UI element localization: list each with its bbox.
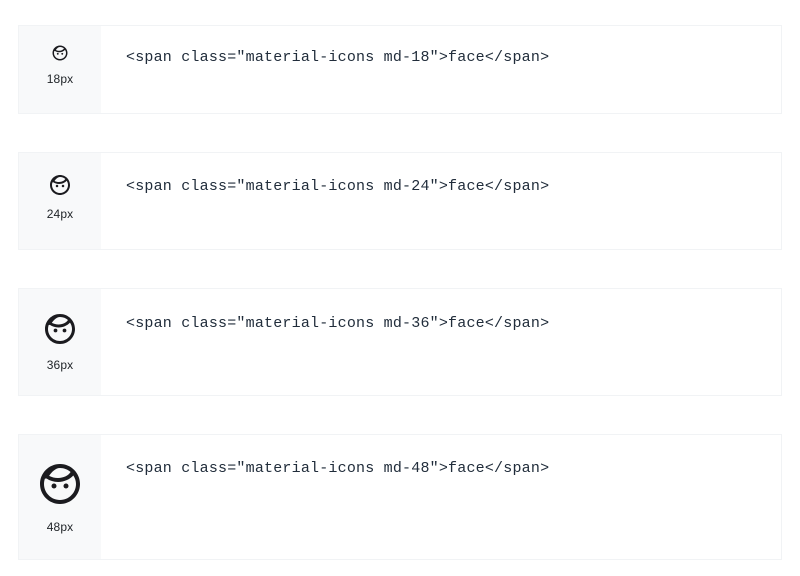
face-icon-holder: [36, 460, 84, 508]
card-spacer: [18, 250, 782, 288]
code-snippet-cell: <span class="material-icons md-48">face<…: [101, 435, 781, 559]
card-spacer: [18, 114, 782, 152]
icon-preview-cell: 24px: [19, 153, 101, 249]
icon-size-example-card-24: 24px <span class="material-icons md-24">…: [18, 152, 782, 250]
card-spacer: [18, 396, 782, 434]
face-icon: [45, 314, 75, 344]
code-snippet-text-24[interactable]: <span class="material-icons md-24">face<…: [126, 178, 550, 195]
icon-size-label-36: 36px: [46, 358, 74, 372]
code-snippet-cell: <span class="material-icons md-24">face<…: [101, 153, 781, 249]
icon-size-label-18: 18px: [46, 72, 74, 86]
icon-size-example-card-48: 48px <span class="material-icons md-48">…: [18, 434, 782, 560]
icon-preview-cell: 48px: [19, 435, 101, 559]
face-icon-holder: [51, 44, 69, 62]
icon-size-label-48: 48px: [46, 520, 74, 534]
icon-size-example-list: 18px <span class="material-icons md-18">…: [18, 25, 782, 560]
icon-size-example-card-36: 36px <span class="material-icons md-36">…: [18, 288, 782, 396]
face-icon: [50, 175, 70, 195]
icon-size-example-card-18: 18px <span class="material-icons md-18">…: [18, 25, 782, 114]
face-icon: [52, 45, 68, 61]
icon-size-label-24: 24px: [46, 207, 74, 221]
face-icon: [40, 464, 80, 504]
code-snippet-text-18[interactable]: <span class="material-icons md-18">face<…: [126, 49, 550, 66]
code-snippet-text-48[interactable]: <span class="material-icons md-48">face<…: [126, 460, 550, 477]
face-icon-holder: [42, 311, 78, 347]
code-snippet-cell: <span class="material-icons md-36">face<…: [101, 289, 781, 395]
icon-preview-cell: 18px: [19, 26, 101, 113]
code-snippet-cell: <span class="material-icons md-18">face<…: [101, 26, 781, 113]
icon-preview-cell: 36px: [19, 289, 101, 395]
code-snippet-text-36[interactable]: <span class="material-icons md-36">face<…: [126, 315, 550, 332]
face-icon-holder: [48, 173, 72, 197]
